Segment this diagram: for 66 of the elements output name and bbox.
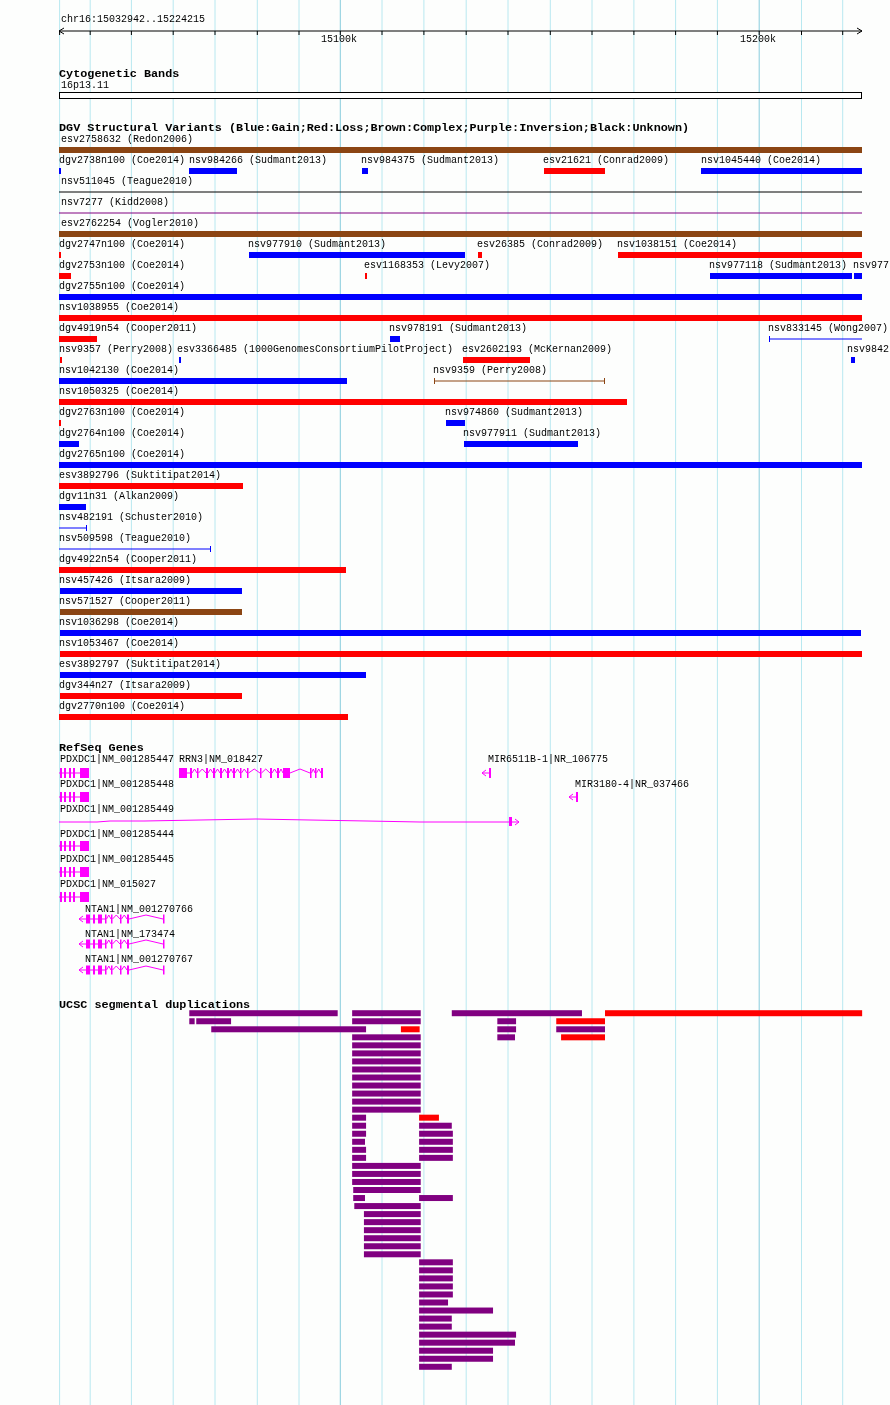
variant-label: nsv978191 (Sudmant2013) xyxy=(389,323,528,335)
variant-label: nsv482191 (Schuster2010) xyxy=(59,512,204,524)
variant-label: esv3892796 (Suktitipat2014) xyxy=(59,470,222,482)
variant-label: esv2758632 (Redon2006) xyxy=(61,134,194,146)
band-label: 16p13.11 xyxy=(61,80,109,92)
variant-label: dgv11n31 (Alkan2009) xyxy=(59,491,180,503)
variant-label: nsv1050325 (Coe2014) xyxy=(59,386,180,398)
variant-label: nsv9359 (Perry2008) xyxy=(433,365,548,377)
gene-label: NTAN1|NM_001270767 xyxy=(85,954,194,966)
variant-label: nsv1045440 (Coe2014) xyxy=(701,155,822,167)
track-title: Cytogenetic Bands xyxy=(59,67,180,81)
gene-label: PDXDC1|NM_015027 xyxy=(60,879,156,891)
gene-label: PDXDC1|NM_001285444 xyxy=(60,829,175,841)
variant-label: dgv4919n54 (Cooper2011) xyxy=(59,323,198,335)
variant-label: dgv2747n100 (Coe2014) xyxy=(59,239,186,251)
variant-label: nsv509598 (Teague2010) xyxy=(59,533,192,545)
variant-label: nsv1036298 (Coe2014) xyxy=(59,617,180,629)
gene-label: NTAN1|NM_173474 xyxy=(85,929,175,941)
variant-label: nsv1038151 (Coe2014) xyxy=(617,239,738,251)
gene-label: PDXDC1|NM_001285448 xyxy=(60,779,175,791)
variant-label: esv2602193 (McKernan2009) xyxy=(462,344,613,356)
variant-label: nsv984375 (Sudmant2013) xyxy=(361,155,500,167)
variant-label: nsv1053467 (Coe2014) xyxy=(59,638,180,650)
variant-label: nsv511045 (Teague2010) xyxy=(61,176,194,188)
variant-label: nsv974860 (Sudmant2013) xyxy=(445,407,584,419)
variant-label: esv3892797 (Suktitipat2014) xyxy=(59,659,222,671)
variant-label: nsv833145 (Wong2007) xyxy=(768,323,889,335)
variant-label: dgv344n27 (Itsara2009) xyxy=(59,680,192,692)
variant-label: esv21621 (Conrad2009) xyxy=(543,155,670,167)
variant-label: dgv2764n100 (Coe2014) xyxy=(59,428,186,440)
variant-label: nsv977911 (Sudmant2013) xyxy=(463,428,602,440)
gene-label: NTAN1|NM_001270766 xyxy=(85,904,194,916)
variant-label: nsv977910 (Sudmant2013) xyxy=(248,239,387,251)
variant-label: nsv9357 (Perry2008) xyxy=(59,344,174,356)
variant-label: dgv2753n100 (Coe2014) xyxy=(59,260,186,272)
gene-label: PDXDC1|NM_001285445 xyxy=(60,854,175,866)
variant-label: nsv457426 (Itsara2009) xyxy=(59,575,192,587)
variant-label: dgv2765n100 (Coe2014) xyxy=(59,449,186,461)
variant-label: dgv2770n100 (Coe2014) xyxy=(59,701,186,713)
variant-label: esv2762254 (Vogler2010) xyxy=(61,218,200,230)
variant-label: esv26385 (Conrad2009) xyxy=(477,239,604,251)
variant-label: dgv2738n100 (Coe2014) xyxy=(59,155,186,167)
variant-label: nsv9842 xyxy=(847,344,889,356)
gene-label: MIR3180-4|NR_037466 xyxy=(575,779,690,791)
gene-label: MIR6511B-1|NR_106775 xyxy=(488,754,609,766)
variant-label: nsv984266 (Sudmant2013) xyxy=(189,155,328,167)
track-title: UCSC segmental duplications xyxy=(59,998,251,1012)
variant-label: nsv977 xyxy=(853,260,889,272)
variant-label: dgv2755n100 (Coe2014) xyxy=(59,281,186,293)
variant-label: nsv1038955 (Coe2014) xyxy=(59,302,180,314)
variant-label: nsv571527 (Cooper2011) xyxy=(59,596,192,608)
variant-label: nsv1042130 (Coe2014) xyxy=(59,365,180,377)
variant-label: nsv977118 (Sudmant2013) xyxy=(709,260,848,272)
track-title: DGV Structural Variants (Blue:Gain;Red:Loss;Brown:Complex;Purple:Inversion;Black:Unknown) xyxy=(59,121,690,135)
variant-label: esv1168353 (Levy2007) xyxy=(364,260,491,272)
variant-label: dgv2763n100 (Coe2014) xyxy=(59,407,186,419)
track-title: RefSeq Genes xyxy=(59,741,144,755)
scale-label: 15100k xyxy=(321,34,357,46)
variant-label: esv3366485 (1000GenomesConsortiumPilotProject) xyxy=(177,344,454,356)
scale-label: 15200k xyxy=(740,34,776,46)
variant-label: dgv4922n54 (Cooper2011) xyxy=(59,554,198,566)
coordinate-label: chr16:15032942..15224215 xyxy=(61,14,206,26)
gene-label: RRN3|NM_018427 xyxy=(179,754,263,766)
gene-label: PDXDC1|NM_001285447 xyxy=(60,754,175,766)
gene-label: PDXDC1|NM_001285449 xyxy=(60,804,175,816)
variant-label: nsv7277 (Kidd2008) xyxy=(61,197,170,209)
